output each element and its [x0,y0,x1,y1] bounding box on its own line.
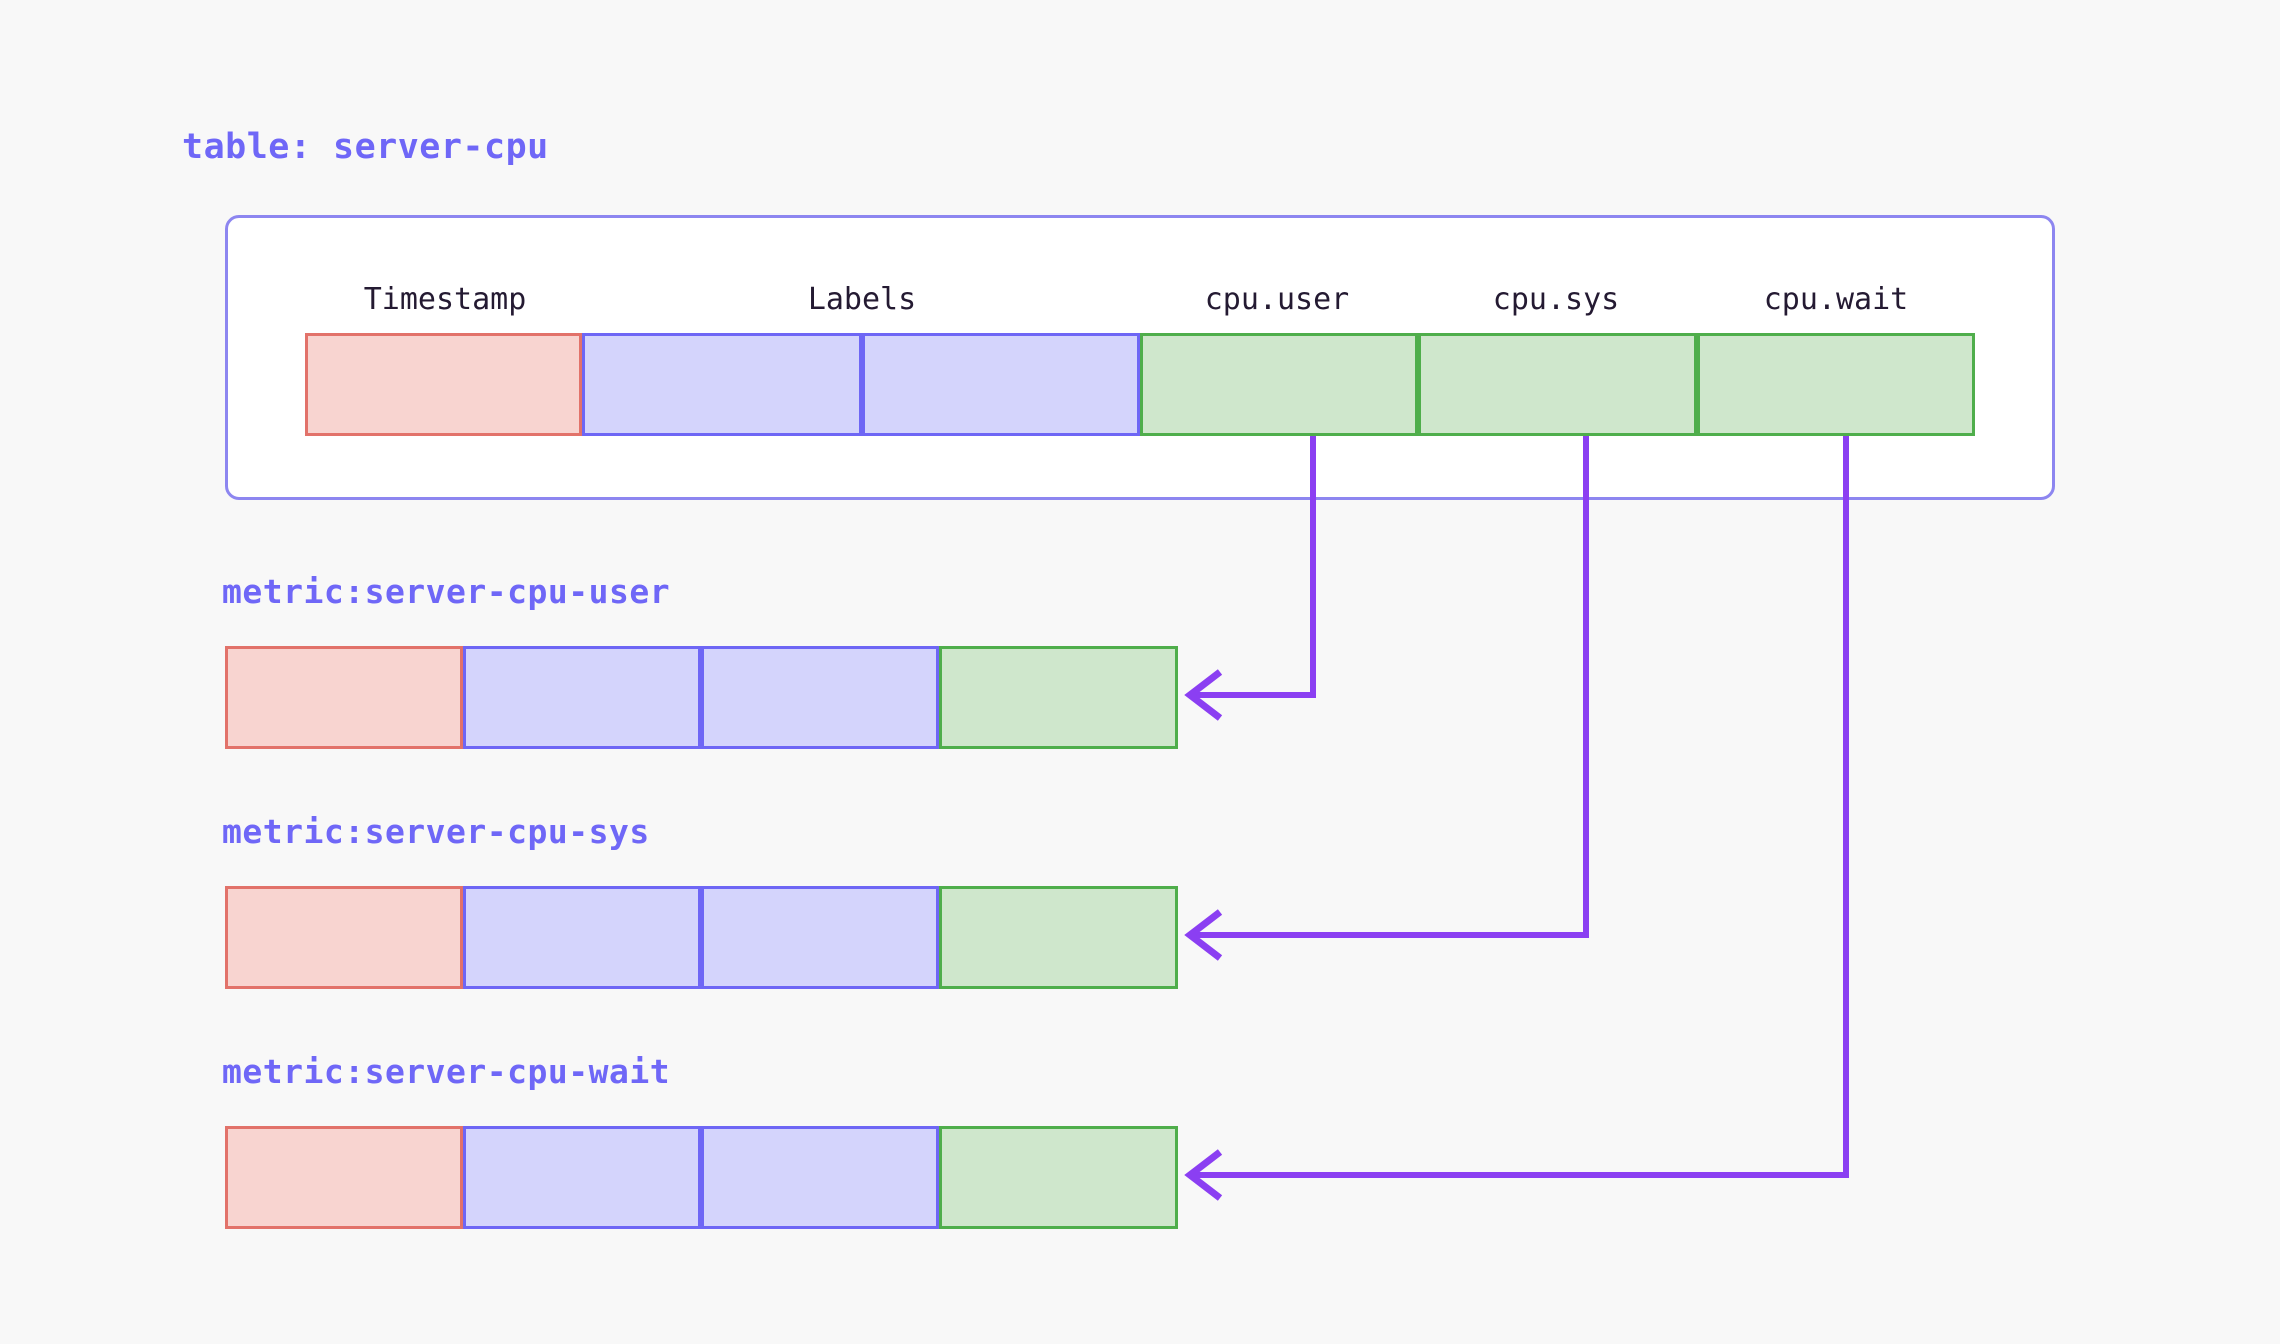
arrow-cpu-wait [1184,436,1849,1201]
table-cell-green-5 [1697,333,1975,436]
metric-0-cell-blue-1 [463,646,701,749]
table-cell-blue-1 [582,333,862,436]
metric-1-cell-blue-1 [463,886,701,989]
metric-2-cell-green-3 [939,1126,1178,1229]
metric-2-cell-pink-0 [225,1126,463,1229]
table-cell-pink-0 [305,333,582,436]
metric-title-2: metric:server-cpu-wait [222,1052,671,1091]
metric-1-cell-green-3 [939,886,1178,989]
metric-2-cell-blue-1 [463,1126,701,1229]
metric-2-cell-blue-2 [701,1126,939,1229]
table-cell-green-3 [1140,333,1418,436]
table-cell-blue-2 [862,333,1140,436]
metric-0-cell-blue-2 [701,646,939,749]
table-title: table: server-cpu [182,127,549,167]
metric-1-cell-blue-2 [701,886,939,989]
column-header-value-3: cpu.sys [1492,282,1620,317]
table-cell-green-4 [1418,333,1697,436]
column-header-labels-1: Labels [807,282,917,317]
metric-title-0: metric:server-cpu-user [222,572,671,611]
metric-0-cell-pink-0 [225,646,463,749]
column-header-value-4: cpu.wait [1763,282,1909,317]
column-header-timestamp-0: Timestamp [363,282,527,317]
metric-title-1: metric:server-cpu-sys [222,812,650,851]
metric-0-cell-green-3 [939,646,1178,749]
metric-1-cell-pink-0 [225,886,463,989]
column-header-value-2: cpu.user [1204,282,1350,317]
arrow-cpu-sys [1184,436,1589,961]
